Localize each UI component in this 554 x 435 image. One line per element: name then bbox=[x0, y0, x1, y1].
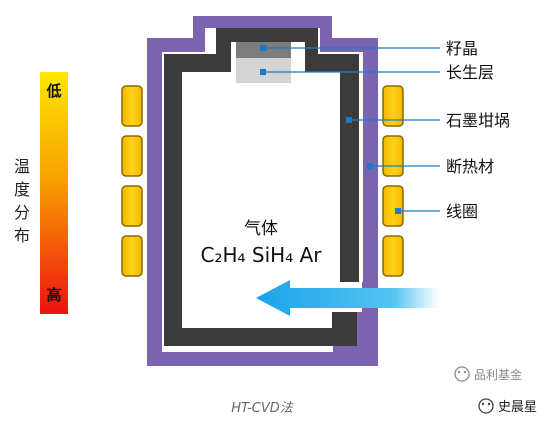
scale-high-label: 高 bbox=[46, 286, 61, 304]
gas-label: 气体 bbox=[244, 219, 278, 239]
wechat-watermark-bottom: 史晨星 bbox=[478, 398, 537, 415]
wechat-icon bbox=[478, 398, 494, 414]
watermark-bottom-text: 史晨星 bbox=[498, 400, 537, 415]
temperature-gradient-bar bbox=[40, 72, 68, 314]
label-growth-layer: 长生层 bbox=[446, 63, 494, 82]
scale-title-char-4: 布 bbox=[14, 226, 30, 245]
coil-right-1 bbox=[382, 85, 404, 127]
leader-dot-growth bbox=[260, 69, 266, 75]
coil-right-3 bbox=[382, 185, 404, 227]
coil-right-2 bbox=[382, 135, 404, 177]
scale-title-char-2: 度 bbox=[14, 180, 30, 199]
label-insulation: 断热材 bbox=[446, 157, 494, 176]
label-coil: 线圈 bbox=[446, 202, 478, 221]
label-graphite-crucible: 石墨坩埚 bbox=[446, 111, 510, 130]
crucible-interior bbox=[182, 42, 340, 328]
leader-dot-crucible bbox=[346, 117, 352, 123]
figure-caption: HT-CVD法 bbox=[231, 401, 294, 416]
wechat-icon bbox=[454, 366, 470, 382]
coil-left-1 bbox=[121, 85, 143, 127]
leader-dot-coil bbox=[395, 208, 401, 214]
coil-left-3 bbox=[121, 185, 143, 227]
label-seed: 籽晶 bbox=[446, 39, 478, 58]
leader-dot-seed bbox=[260, 45, 266, 51]
gas-flow-arrow bbox=[256, 280, 440, 316]
scale-low-label: 低 bbox=[45, 82, 61, 100]
scale-title-char-3: 分 bbox=[14, 203, 30, 222]
leader-dot-insulation bbox=[367, 163, 373, 169]
coil-left-4 bbox=[121, 235, 143, 277]
scale-title-char-1: 温 bbox=[14, 157, 30, 176]
watermark-top-text: 品利基金 bbox=[474, 367, 522, 382]
gas-formula: C₂H₄ SiH₄ Ar bbox=[201, 243, 323, 267]
wechat-watermark-top: 品利基金 bbox=[454, 366, 522, 382]
coil-left-2 bbox=[121, 135, 143, 177]
coil-right-4 bbox=[382, 235, 404, 277]
